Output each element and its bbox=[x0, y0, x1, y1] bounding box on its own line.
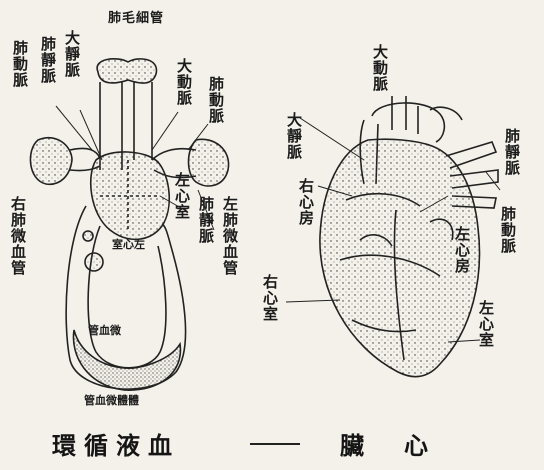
label-left-lung-capillary: 左肺微血管 bbox=[222, 196, 237, 276]
label-left-ventricle-inner: 室心左 bbox=[112, 236, 145, 252]
label-left-ventricle-heart: 左心室 bbox=[478, 300, 493, 348]
label-pulmonary-artery-left: 肺動脈 bbox=[12, 40, 27, 88]
top-capillary-bulb bbox=[97, 59, 156, 83]
label-aorta-right: 大動脈 bbox=[372, 44, 387, 92]
label-pulmonary-artery-heart: 肺動脈 bbox=[500, 206, 515, 254]
label-left-atrium: 左心室 bbox=[174, 172, 189, 220]
label-pulmonary-vein-lower: 肺靜脈 bbox=[198, 196, 213, 244]
heart-diagram bbox=[320, 96, 498, 377]
label-pulmonary-vein-right: 肺靜脈 bbox=[504, 128, 519, 176]
label-aorta-left: 大動脈 bbox=[176, 58, 191, 106]
label-right-ventricle: 右心室 bbox=[262, 274, 277, 322]
label-vena-cava-right: 大靜脈 bbox=[286, 112, 301, 160]
label-pulmonary-vein-left: 肺靜脈 bbox=[40, 36, 55, 84]
label-pulmonary-artery-right: 肺動脈 bbox=[208, 76, 223, 124]
caption-heart: 臟 心 bbox=[340, 426, 436, 461]
label-bottom-capillary: 管血微體體 bbox=[84, 392, 139, 408]
label-body-capillary: 管血微 bbox=[88, 322, 121, 338]
right-lung-capillary-shape bbox=[30, 138, 72, 185]
caption-circulation: 環循液血 bbox=[52, 426, 180, 461]
label-lung-capillary-top: 肺毛細管 bbox=[108, 12, 164, 25]
label-right-lung-capillary: 右肺微血管 bbox=[10, 196, 25, 276]
label-right-atrium: 右心房 bbox=[298, 178, 313, 226]
left-lung-capillary-shape bbox=[189, 139, 229, 186]
label-vena-cava-left: 大靜脈 bbox=[64, 30, 79, 78]
label-left-atrium-heart: 左心房 bbox=[454, 226, 469, 274]
